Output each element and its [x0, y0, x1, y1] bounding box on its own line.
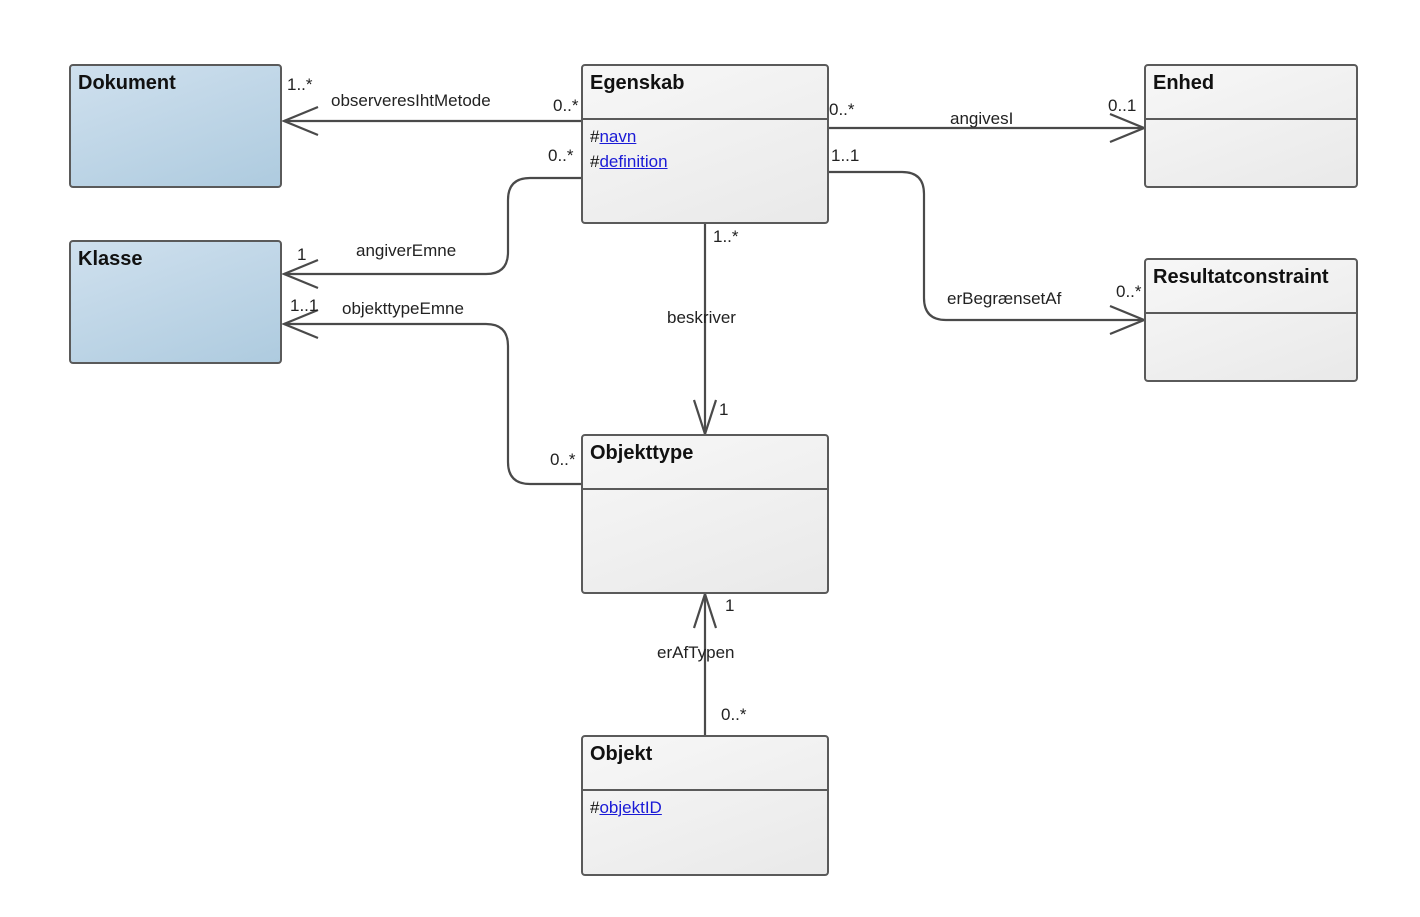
arrowhead-erAfTypen	[692, 590, 718, 629]
class-egenskab[interactable]: Egenskab #navn #definition	[581, 64, 829, 224]
compartment-divider	[1146, 118, 1356, 120]
class-name: Egenskab	[590, 72, 685, 94]
association-objekttypeEmne-line	[284, 322, 582, 486]
multiplicity-beskriver-target: 1	[719, 400, 729, 419]
class-dokument[interactable]: Dokument	[69, 64, 282, 188]
association-angivesI-label[interactable]: angivesI	[950, 109, 1014, 128]
class-name: Objekttype	[590, 442, 694, 464]
class-name: Klasse	[78, 248, 143, 270]
multiplicity-erAfTypen-source: 0..*	[721, 705, 747, 724]
compartment-divider	[583, 488, 827, 490]
multiplicity-beskriver-source: 1..*	[713, 227, 739, 246]
multiplicity-observeres-target: 1..*	[287, 75, 313, 94]
multiplicity-angivesI-target: 0..1	[1108, 96, 1137, 115]
attribute-navn[interactable]: #navn	[590, 127, 637, 146]
compartment-divider	[583, 789, 827, 791]
association-angiverEmne-line	[284, 176, 582, 276]
multiplicity-angiverEmne-source: 0..*	[548, 146, 574, 165]
class-objekttype[interactable]: Objekttype	[581, 434, 829, 594]
multiplicity-erAfTypen-target: 1	[725, 596, 735, 615]
multiplicity-objekttypeEmne-target: 1..1	[290, 296, 319, 315]
class-name: Resultatconstraint	[1153, 266, 1329, 288]
class-name: Enhed	[1153, 72, 1215, 94]
attribute-list: #navn #definition	[590, 124, 668, 174]
arrowhead-observeres	[281, 105, 319, 137]
class-resultatconstraint[interactable]: Resultatconstraint	[1144, 258, 1358, 382]
multiplicity-observeres-source: 0..*	[553, 96, 579, 115]
association-beskriver-label[interactable]: beskriver	[667, 308, 736, 327]
compartment-divider	[1146, 312, 1356, 314]
association-objekttypeEmne-label[interactable]: objekttypeEmne	[342, 299, 464, 318]
multiplicity-angivesI-source: 0..*	[829, 100, 855, 119]
multiplicity-erBegraensetAf-target: 0..*	[1116, 282, 1142, 301]
attribute-definition[interactable]: #definition	[590, 152, 668, 171]
compartment-divider	[583, 118, 827, 120]
multiplicity-angiverEmne-target: 1	[297, 245, 307, 264]
class-enhed[interactable]: Enhed	[1144, 64, 1358, 188]
attribute-objektID[interactable]: #objektID	[590, 798, 662, 817]
association-erBegraensetAf-label[interactable]: erBegrænsetAf	[947, 289, 1062, 308]
arrowhead-objekttypeEmne	[281, 308, 319, 340]
class-name: Dokument	[78, 72, 176, 94]
class-objekt[interactable]: Objekt #objektID	[581, 735, 829, 876]
association-erBegraensetAf-line	[828, 170, 1144, 322]
class-name: Objekt	[590, 743, 653, 765]
multiplicity-erBegraensetAf-source: 1..1	[831, 146, 860, 165]
association-angiverEmne-label[interactable]: angiverEmne	[356, 241, 457, 260]
association-erAfTypen-label[interactable]: erAfTypen	[657, 643, 735, 662]
arrowhead-angiverEmne	[281, 258, 319, 290]
multiplicity-objekttypeEmne-source: 0..*	[550, 450, 576, 469]
attribute-list: #objektID	[590, 795, 662, 820]
association-observeres-label[interactable]: observeresIhtMetode	[331, 91, 491, 110]
class-klasse[interactable]: Klasse	[69, 240, 282, 364]
